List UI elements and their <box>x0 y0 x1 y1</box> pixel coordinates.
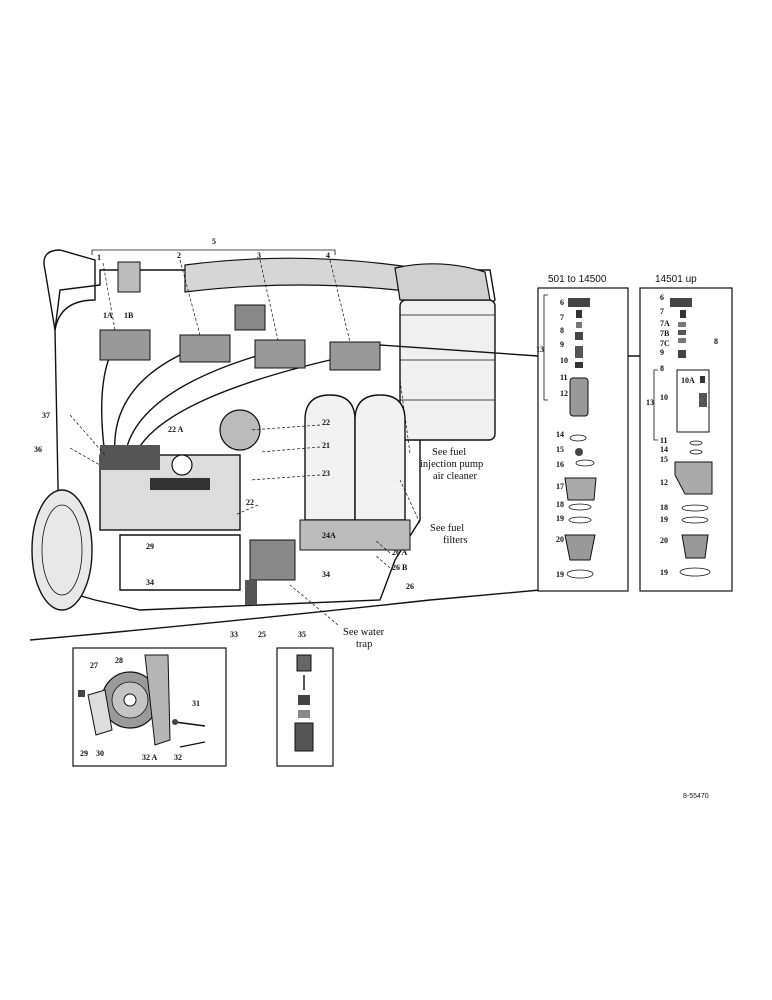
gear-inset <box>72 647 227 767</box>
callout-label: 32 A <box>142 753 158 762</box>
callout-label: 15 <box>660 455 668 464</box>
callout-label: 30 <box>96 749 104 758</box>
callout-label: 22 <box>246 498 254 507</box>
callout-label: 1 <box>97 253 101 262</box>
svg-text:See water: See water <box>343 627 385 638</box>
water-trap-inset <box>276 647 334 767</box>
callout-label: 11 <box>660 436 668 445</box>
callout-label: 1B <box>124 311 134 320</box>
callout-label: 23 <box>322 469 330 478</box>
connector-line <box>379 344 640 357</box>
svg-text:injection pump: injection pump <box>420 459 483 470</box>
callout-label: 9 <box>660 348 664 357</box>
left-panel-labels: 6 7 8 9 10 11 12 13 14 15 16 17 18 19 20 19 <box>536 298 568 579</box>
svg-text:filters: filters <box>443 535 468 546</box>
callout-label: 13 <box>646 398 654 407</box>
svg-text:See fuel: See fuel <box>430 523 464 534</box>
callout-label: 15 <box>556 445 564 454</box>
callout-label: 26 A <box>392 548 408 557</box>
callout-label: 8 <box>714 337 718 346</box>
callout-label: 10 <box>660 393 668 402</box>
callout-label: 36 <box>34 445 42 454</box>
callout-label: 3 <box>257 251 261 260</box>
callout-label: 26 <box>406 582 414 591</box>
bracket-5 <box>91 249 336 255</box>
callout-label: 22 <box>322 418 330 427</box>
callout-label: 29 <box>80 749 88 758</box>
callout-label: 24A <box>322 531 336 540</box>
callout-label: 18 <box>660 503 668 512</box>
callout-label: 9 <box>560 340 564 349</box>
callout-label: 29 <box>146 542 154 551</box>
svg-text:air cleaner: air cleaner <box>433 471 478 482</box>
note-water-trap: See water trap <box>343 627 385 650</box>
callout-label: 14 <box>660 445 668 454</box>
callout-label: 20 <box>556 535 564 544</box>
callout-label: 27 <box>90 661 98 670</box>
callout-label: 25 <box>258 630 266 639</box>
callout-label: 10A <box>681 376 695 385</box>
callout-label: 32 <box>174 753 182 762</box>
panel-left-header: 501 to 14500 <box>548 274 607 285</box>
callout-label: 5 <box>212 237 216 246</box>
callout-label: 8 <box>560 326 564 335</box>
callout-label: 22 A <box>168 425 184 434</box>
panel-501-to-14500 <box>537 287 629 592</box>
callout-label: 2 <box>177 251 181 260</box>
svg-text:See fuel: See fuel <box>432 447 466 458</box>
callout-label: 10 <box>560 356 568 365</box>
callout-label: 21 <box>322 441 330 450</box>
callout-label: 28 <box>115 656 123 665</box>
callout-label: 34 <box>146 578 154 587</box>
figure-ref-code: 8-55470 <box>683 793 709 800</box>
callout-label: 19 <box>660 515 668 524</box>
callout-label: 7C <box>660 339 670 348</box>
panel-right-header: 14501 up <box>655 274 697 285</box>
note-air-cleaner: See fuel injection pump air cleaner <box>420 447 483 482</box>
callout-label: 7 <box>560 313 564 322</box>
note-fuel-filters: See fuel filters <box>430 523 468 546</box>
callout-label: 11 <box>560 373 568 382</box>
callout-label: 19 <box>556 570 564 579</box>
gear-inset-labels: 27 28 31 29 30 32 A 32 <box>80 656 200 762</box>
callout-label: 7 <box>660 307 664 316</box>
callout-label: 6 <box>560 298 564 307</box>
callout-label: 1A <box>103 311 113 320</box>
callout-label: 7A <box>660 319 670 328</box>
engine-illustration <box>29 249 541 641</box>
leader-lines <box>69 259 421 626</box>
callout-label: 31 <box>192 699 200 708</box>
callout-label: 20 <box>660 536 668 545</box>
panel-14501-up <box>639 287 733 592</box>
svg-text:trap: trap <box>356 639 372 650</box>
callout-label: 14 <box>556 430 564 439</box>
callout-label: 12 <box>560 389 568 398</box>
callout-label: 19 <box>660 568 668 577</box>
callout-label: 35 <box>298 630 306 639</box>
callout-label: 7B <box>660 329 670 338</box>
callout-label: 18 <box>556 500 564 509</box>
callout-label: 37 <box>42 411 50 420</box>
callout-label: 4 <box>326 251 330 260</box>
callout-label: 34 <box>322 570 330 579</box>
callout-label: 12 <box>660 478 668 487</box>
callout-label: 19 <box>556 514 564 523</box>
callout-label: 16 <box>556 460 564 469</box>
callout-label: 33 <box>230 630 238 639</box>
callout-label: 26 B <box>392 563 408 572</box>
callout-label: 13 <box>536 345 544 354</box>
callout-label: 17 <box>556 482 564 491</box>
callout-label: 8 <box>660 364 664 373</box>
callout-label: 6 <box>660 293 664 302</box>
